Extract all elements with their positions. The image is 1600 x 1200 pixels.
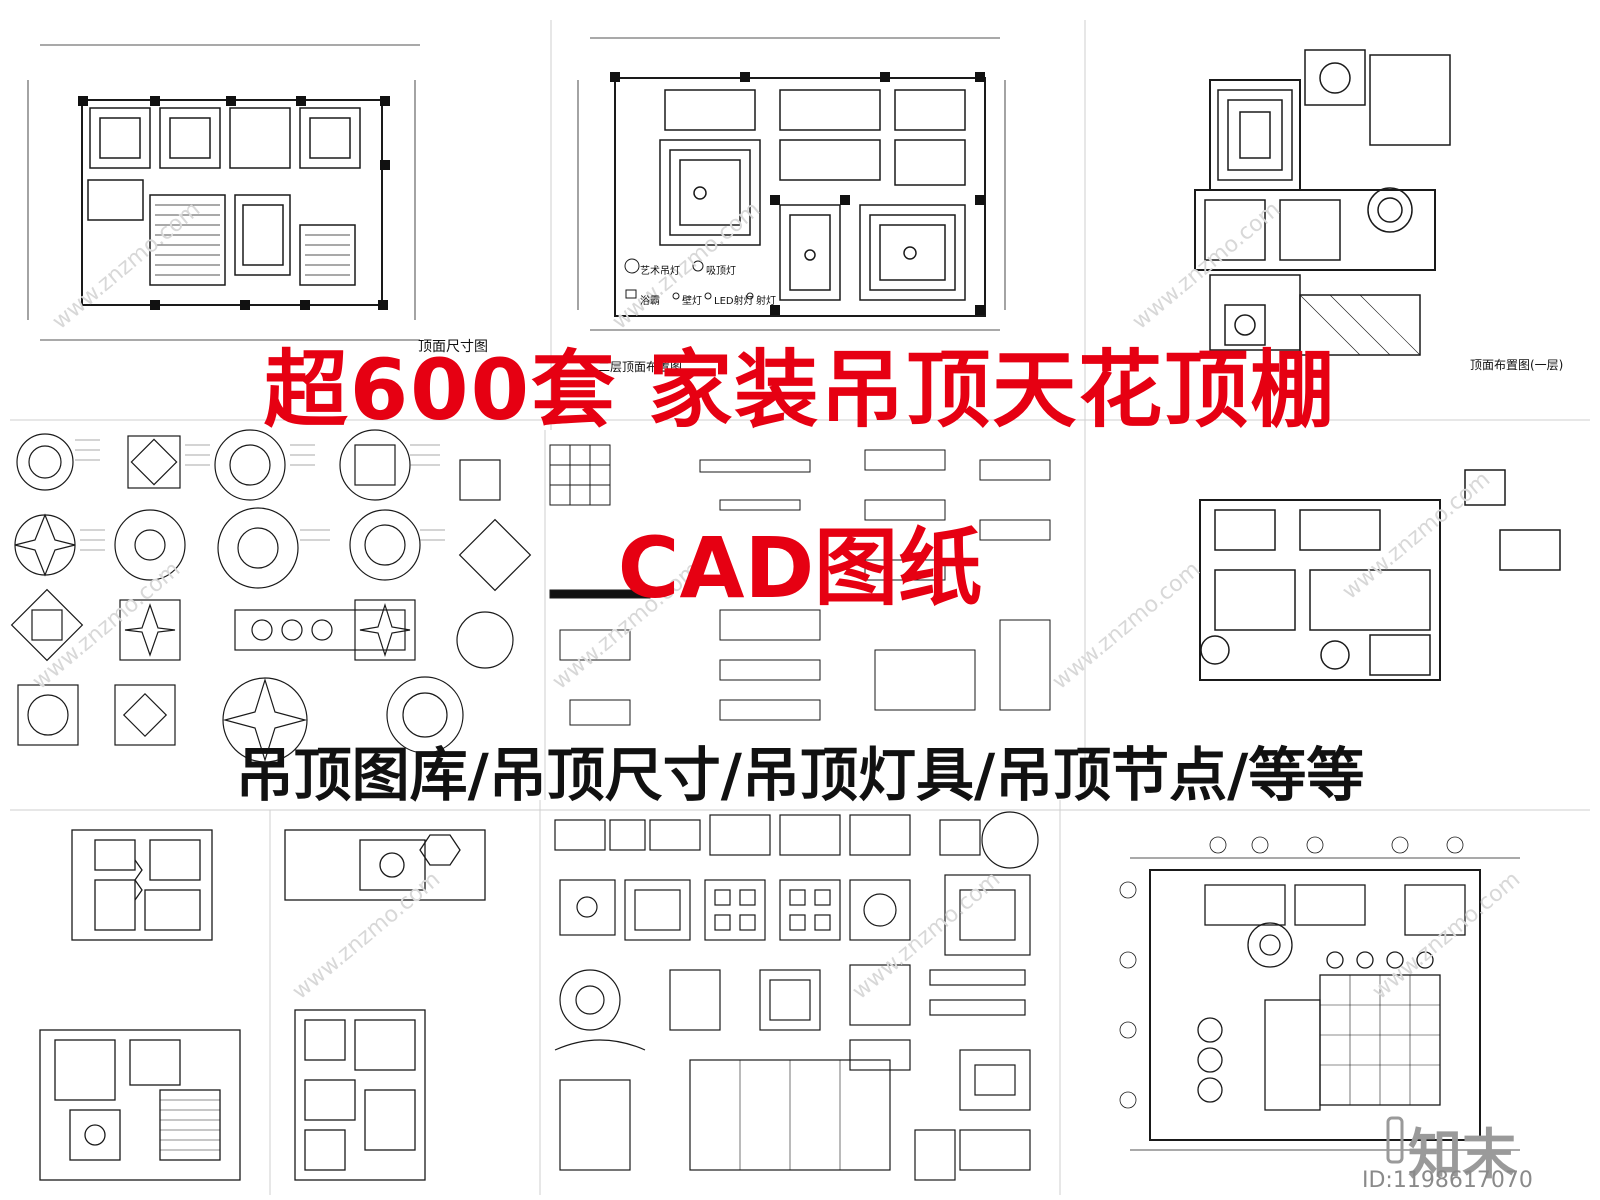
plan-label-ceiling-dimensions: 顶面尺寸图 — [418, 339, 488, 355]
panel-dividers — [10, 20, 1590, 1195]
plan-label-first-floor: 顶面布置图(一层) — [1470, 358, 1564, 372]
site-watermark-text: www.znzmo.com — [288, 867, 445, 1005]
site-watermark-text: www.znzmo.com — [48, 197, 205, 335]
ceiling-plan-bottomright — [1130, 857, 1520, 1151]
brand-logo-mark — [1386, 1116, 1404, 1164]
headline-line-2: CAD图纸 — [617, 519, 983, 617]
column-marks-topleft — [78, 96, 390, 310]
legend-bath-heater: 浴霸 — [640, 296, 660, 307]
ceiling-design-catalog — [554, 811, 1039, 1181]
legend-spotlight: 射灯 — [756, 296, 776, 307]
legend-led-spotlight: LED射灯 — [714, 296, 754, 307]
ceiling-plan-bottomleft — [39, 829, 241, 1181]
brand-watermark: 知末 — [1408, 1123, 1516, 1186]
site-watermark-text: www.znzmo.com — [1368, 867, 1525, 1005]
site-watermark-text: www.znzmo.com — [848, 867, 1005, 1005]
asset-id-watermark: ID:1198617070 — [1362, 1168, 1533, 1193]
plan-label-second-floor: 二层顶面布置图 — [598, 360, 683, 374]
medallion-callouts — [75, 439, 445, 551]
grid-bubbles-bottomright — [1119, 836, 1464, 1109]
site-watermark-text: www.znzmo.com — [1128, 197, 1285, 335]
ceiling-plan-topmiddle — [577, 37, 1006, 331]
legend-icons — [624, 258, 754, 300]
ceiling-medallions — [10, 429, 532, 763]
legend-art-chandelier: 艺术吊灯 — [640, 266, 680, 277]
legend-wall-lamp: 壁灯 — [682, 296, 702, 307]
legend-ceiling-light: 吸顶灯 — [706, 266, 736, 277]
headline-line-1: 超600套 家装吊顶天花顶棚 — [263, 341, 1337, 439]
ceiling-plan-topright — [1194, 49, 1451, 356]
column-marks-topmiddle — [610, 72, 985, 315]
ceiling-section-details — [549, 444, 1051, 726]
ceiling-plan-midright — [1199, 469, 1561, 681]
feature-subtitle: 吊顶图库/吊顶尺寸/吊顶灯具/吊顶节点/等等 — [235, 741, 1365, 809]
site-watermark-text: www.znzmo.com — [608, 197, 765, 335]
ceiling-plan-bottom-second — [284, 829, 486, 1181]
